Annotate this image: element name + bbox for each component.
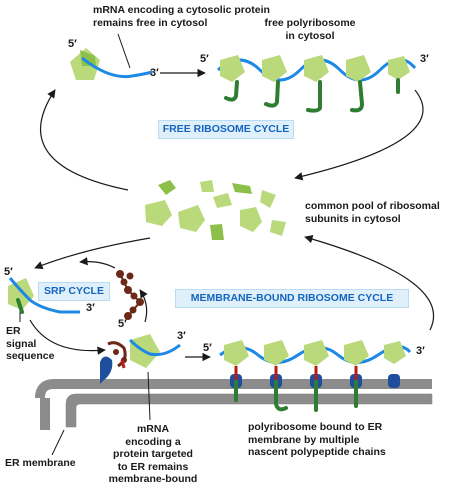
free-mrna-ribosome: [70, 48, 153, 80]
membrane-bound-cycle-box: MEMBRANE-BOUND RIBOSOME CYCLE: [175, 289, 409, 308]
arrow-pool-to-srp: [34, 237, 151, 270]
five-prime-docking: 5′: [118, 318, 127, 330]
mrna-targeted-pointer: [147, 371, 151, 421]
er-membrane-label: ER membrane: [5, 457, 76, 469]
five-prime-er-polyribosome: 5′: [203, 342, 212, 354]
three-prime-srp: 3′: [86, 302, 95, 314]
srp-ribosome: [8, 277, 80, 314]
five-prime-free-polyribosome: 5′: [200, 53, 209, 65]
three-prime-er-polyribosome: 3′: [416, 345, 425, 357]
three-prime-free-mrna: 3′: [150, 67, 159, 79]
five-prime-free-mrna: 5′: [68, 38, 77, 50]
mrna-targeted-label: mRNA encoding a protein targeted to ER r…: [108, 423, 198, 485]
arrow-er-to-pool: [304, 235, 435, 331]
arrow-pool-to-free-mrna: [39, 89, 129, 191]
arrow-polyribosome-to-pool: [294, 89, 424, 181]
er-membrane: [65, 393, 433, 428]
srp-particle: [116, 270, 144, 320]
er-membrane-lumen-edge: [35, 379, 432, 399]
ribosome-subunit-pool: [145, 180, 286, 240]
common-pool-label: common pool of ribosomal subunits in cyt…: [305, 200, 440, 225]
er-signal-label: ER signal sequence: [6, 325, 55, 362]
srp-cycle-box: SRP CYCLE: [38, 282, 110, 301]
er-bound-polyribosome: [219, 340, 412, 412]
free-polyribosome: [216, 55, 417, 113]
polyribosome-er-label: polyribosome bound to ER membrane by mul…: [248, 421, 386, 458]
arrow-srp-to-membrane: [29, 319, 106, 355]
three-prime-free-polyribosome: 3′: [420, 53, 429, 65]
three-prime-docking: 3′: [177, 330, 186, 342]
docking-ribosome: [100, 334, 181, 384]
mrna-free-label: mRNA encoding a cytosolic protein remain…: [93, 4, 270, 29]
free-polyribosome-label: free polyribosome in cytosol: [264, 17, 356, 42]
arrow-srp-release: [139, 289, 148, 323]
mrna-free-pointer: [117, 33, 131, 69]
five-prime-srp: 5′: [4, 266, 13, 278]
free-ribosome-cycle-box: FREE RIBOSOME CYCLE: [158, 120, 294, 139]
er-membrane-pointer: [51, 429, 65, 456]
arrow-srp-return: [79, 257, 116, 269]
